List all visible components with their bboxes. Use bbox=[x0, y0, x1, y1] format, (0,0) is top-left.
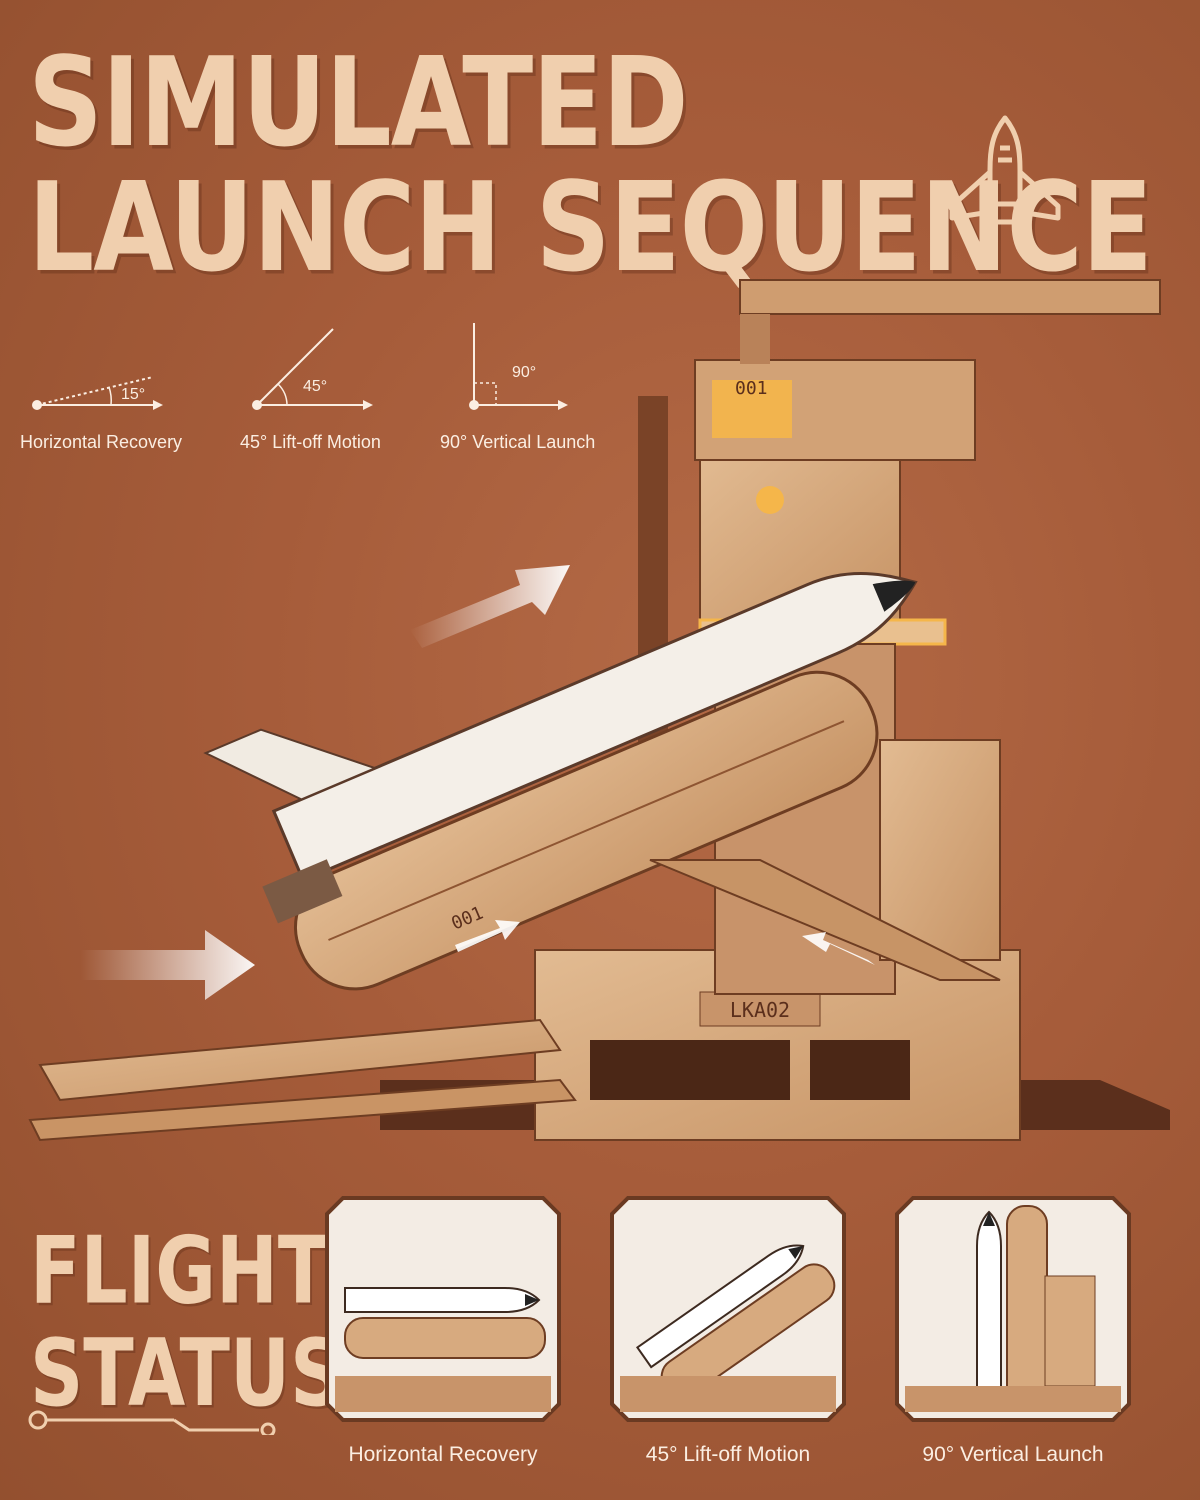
flight-status-title: FLIGHT STATUS bbox=[30, 1220, 343, 1425]
headline-line-1: SIMULATED bbox=[28, 30, 689, 175]
circuit-line-icon bbox=[28, 1410, 276, 1435]
status-panel-horizontal bbox=[325, 1196, 561, 1422]
angle-degree-label: 45° bbox=[303, 378, 327, 395]
status-caption-liftoff: 45° Lift-off Motion bbox=[645, 1443, 811, 1466]
angle-degree-label: 90° bbox=[512, 364, 536, 381]
angle-caption-vertical: 90° Vertical Launch bbox=[440, 432, 596, 452]
angle-diagram-90: 90° bbox=[462, 315, 662, 415]
status-panel-liftoff bbox=[610, 1196, 846, 1422]
launch-pad-model-illustration: LKA02 001 001 bbox=[28, 279, 1170, 1142]
status-caption-horizontal: Horizontal Recovery bbox=[348, 1443, 538, 1466]
angle-diagram-45: 45° bbox=[245, 315, 445, 415]
angle-caption-horizontal: Horizontal Recovery bbox=[20, 432, 183, 452]
tower-code-label: 001 bbox=[735, 378, 768, 399]
flight-status-line-2: STATUS bbox=[30, 1320, 344, 1428]
status-panel-vertical bbox=[895, 1196, 1131, 1422]
arrow-right-icon bbox=[80, 930, 255, 1000]
arrow-right-icon bbox=[410, 565, 570, 648]
status-caption-vertical: 90° Vertical Launch bbox=[922, 1443, 1104, 1466]
base-code-label: LKA02 bbox=[730, 998, 790, 1022]
space-shuttle-icon bbox=[949, 115, 1061, 225]
flight-status-line-1: FLIGHT bbox=[30, 1217, 329, 1325]
headline-line-2: LAUNCH SEQUENCE bbox=[28, 155, 1153, 300]
angle-caption-liftoff: 45° Lift-off Motion bbox=[240, 432, 381, 452]
page-headline: SIMULATED LAUNCH SEQUENCE bbox=[28, 30, 1153, 300]
angle-degree-label: 15° bbox=[121, 386, 145, 403]
angle-diagram-15: 15° bbox=[25, 315, 225, 415]
